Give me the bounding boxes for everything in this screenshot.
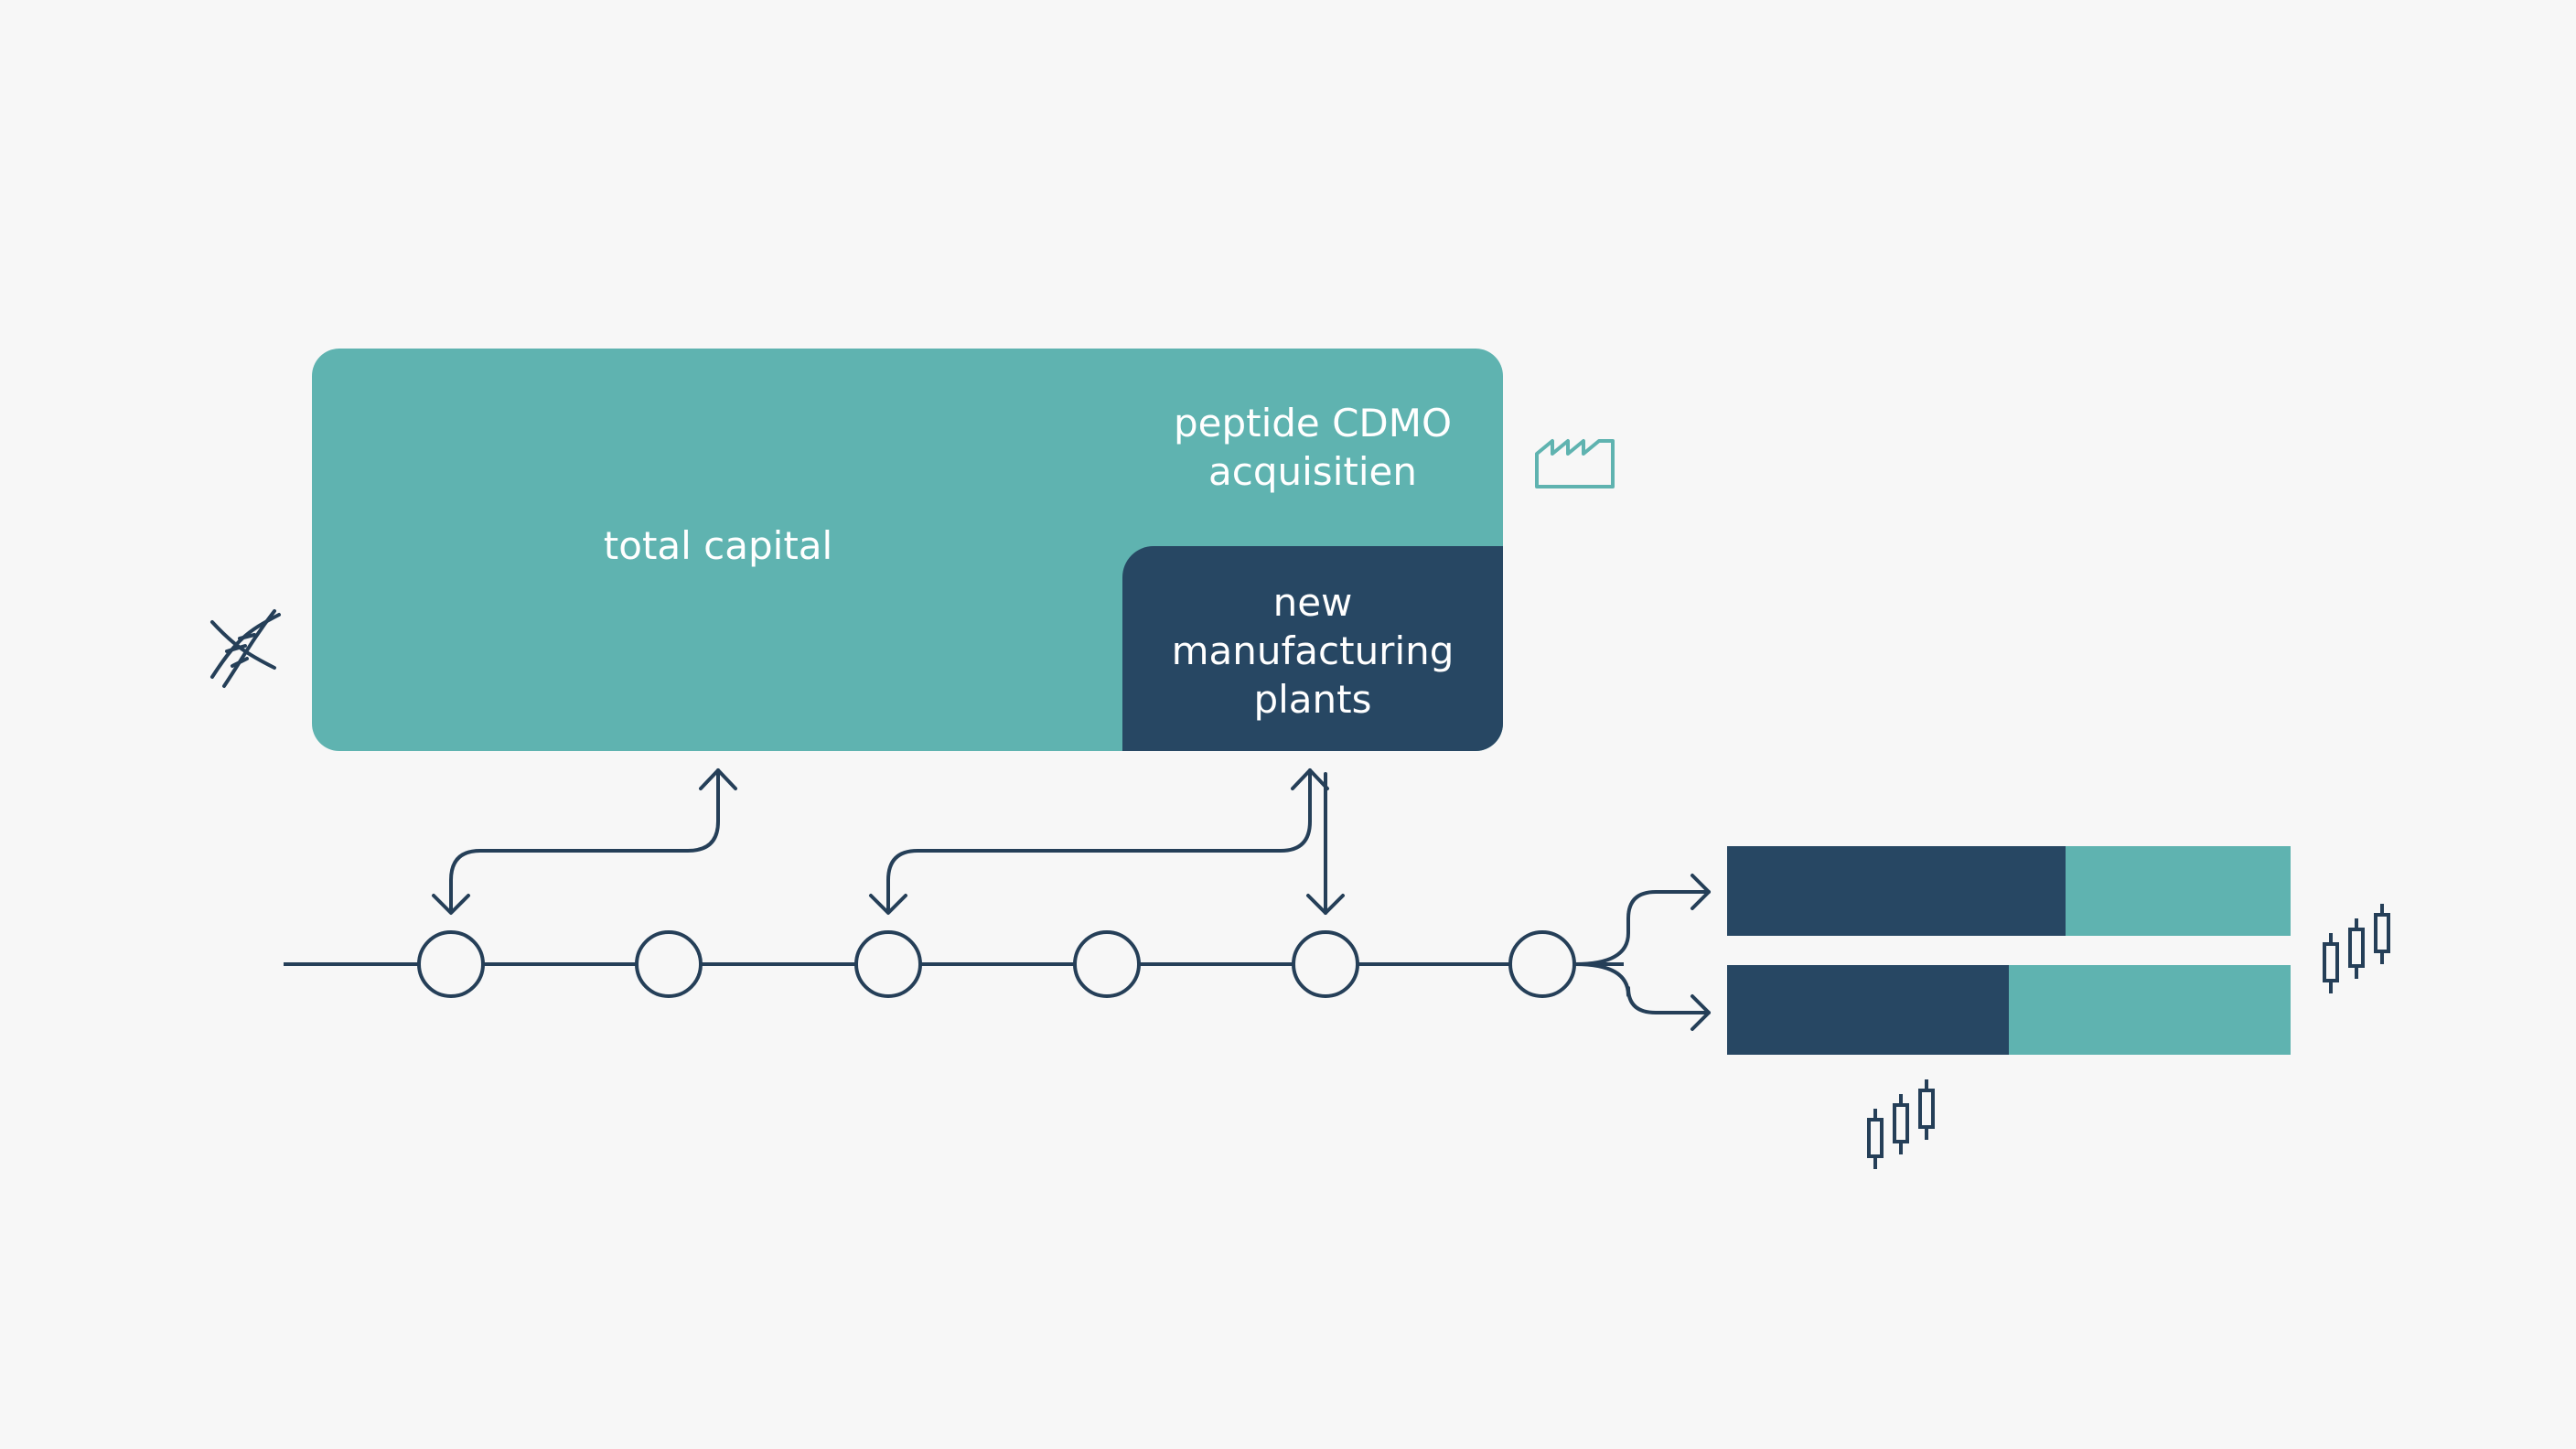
cdmo-acquisition-label: peptide CDMO acquisitien	[1173, 401, 1453, 494]
split-bar-segment-teal	[2066, 846, 2291, 936]
timeline-node	[1292, 930, 1359, 998]
arrowhead-down	[869, 894, 907, 915]
split-bar-segment-teal	[2009, 965, 2291, 1055]
fork-arrows	[1573, 874, 1711, 1031]
timeline-node	[1073, 930, 1141, 998]
manufacturing-plants-area	[1122, 546, 1503, 751]
connector-arrows	[432, 768, 1345, 915]
total-capital-label: total capital	[603, 523, 833, 568]
arrowhead-up	[1291, 768, 1329, 790]
split-bars	[1727, 846, 2291, 1055]
arrowhead-up	[699, 768, 737, 790]
dna-icon	[210, 609, 281, 688]
split-bar-segment-navy	[1727, 846, 2066, 936]
arrow-to-total-capital	[449, 768, 720, 912]
timeline-node	[1508, 930, 1576, 998]
arrowhead-down	[1306, 894, 1345, 915]
timeline-node	[417, 930, 485, 998]
arrowhead-down	[432, 894, 470, 915]
candlestick-icon	[1867, 1079, 1935, 1169]
timeline-node	[854, 930, 922, 998]
factory-icon	[1535, 439, 1615, 488]
timeline	[284, 930, 1624, 998]
total-capital-box	[312, 349, 1503, 751]
arrow-to-plants	[886, 768, 1312, 912]
split-bar-segment-navy	[1727, 965, 2009, 1055]
candlestick-icon	[2323, 904, 2390, 993]
manufacturing-plants-label: new manufacturing plants	[1171, 580, 1454, 722]
timeline-node	[635, 930, 703, 998]
